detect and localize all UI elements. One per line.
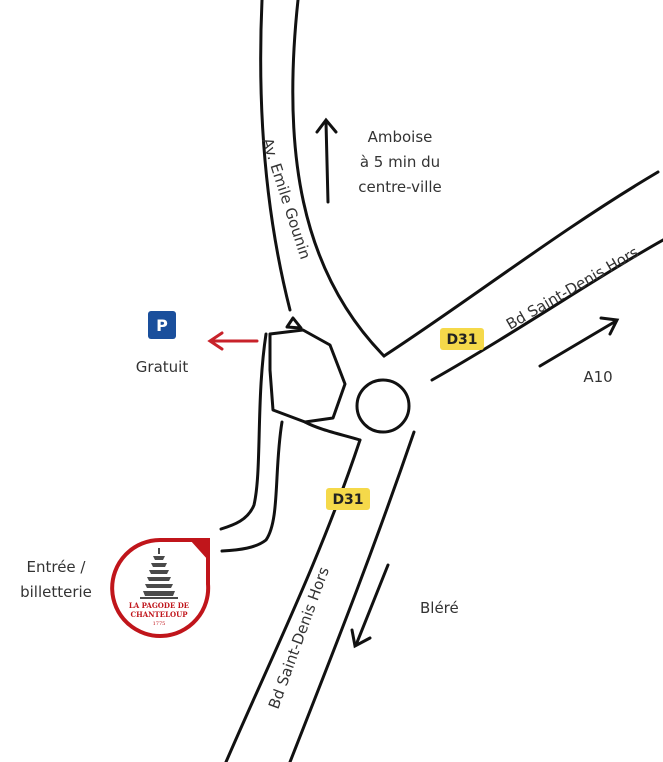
arrow-parking-icon [207, 331, 259, 351]
traffic-island-large [268, 328, 347, 424]
access-road-link [303, 420, 362, 442]
avenue-left-edge [259, 0, 292, 312]
bd-s-label: Bd Saint-Denis Hors [265, 564, 333, 711]
avenue-label: Av. Emile Gounin [258, 136, 314, 262]
svg-text:D31: D31 [446, 332, 477, 348]
logo-line1: LA PAGODE DE [129, 601, 189, 610]
traffic-island-small [285, 316, 303, 330]
logo-year: 1775 [153, 621, 166, 627]
blere-label: Bléré [420, 599, 459, 617]
bd-s-right-edge [288, 430, 416, 762]
bd-s-left-edge [224, 438, 362, 762]
arrow-amboise-icon [315, 117, 338, 204]
bd-ne-bottom-edge [430, 238, 663, 382]
entrance-label-line1: Entrée / [27, 558, 87, 576]
pagoda-icon [140, 548, 178, 599]
bd-ne-label: Bd Saint-Denis Hors [503, 243, 642, 334]
route-badge-south: D31 [326, 488, 370, 510]
parking-icon: P [148, 311, 176, 339]
entrance-label-line2: billetterie [20, 583, 92, 601]
bd-ne-top-edge [382, 170, 660, 358]
roundabout-island [355, 378, 411, 434]
route-badge-north: D31 [440, 328, 484, 350]
amboise-label-line3: centre-ville [358, 178, 442, 196]
a10-label: A10 [583, 368, 612, 386]
svg-text:P: P [156, 316, 168, 335]
arrow-blere-icon [350, 563, 390, 649]
logo-line2: CHANTELOUP [131, 610, 189, 619]
amboise-label-line2: à 5 min du [360, 153, 440, 171]
access-road-upper [219, 332, 268, 531]
avenue-right-edge [291, 0, 386, 358]
svg-text:D31: D31 [332, 492, 363, 508]
road-network [219, 0, 663, 762]
access-road-lower [220, 420, 284, 553]
amboise-label-line1: Amboise [368, 128, 433, 146]
pagode-logo-marker: LA PAGODE DE CHANTELOUP 1775 [110, 538, 211, 638]
arrow-a10-icon [538, 316, 620, 368]
parking-label: Gratuit [136, 358, 189, 376]
